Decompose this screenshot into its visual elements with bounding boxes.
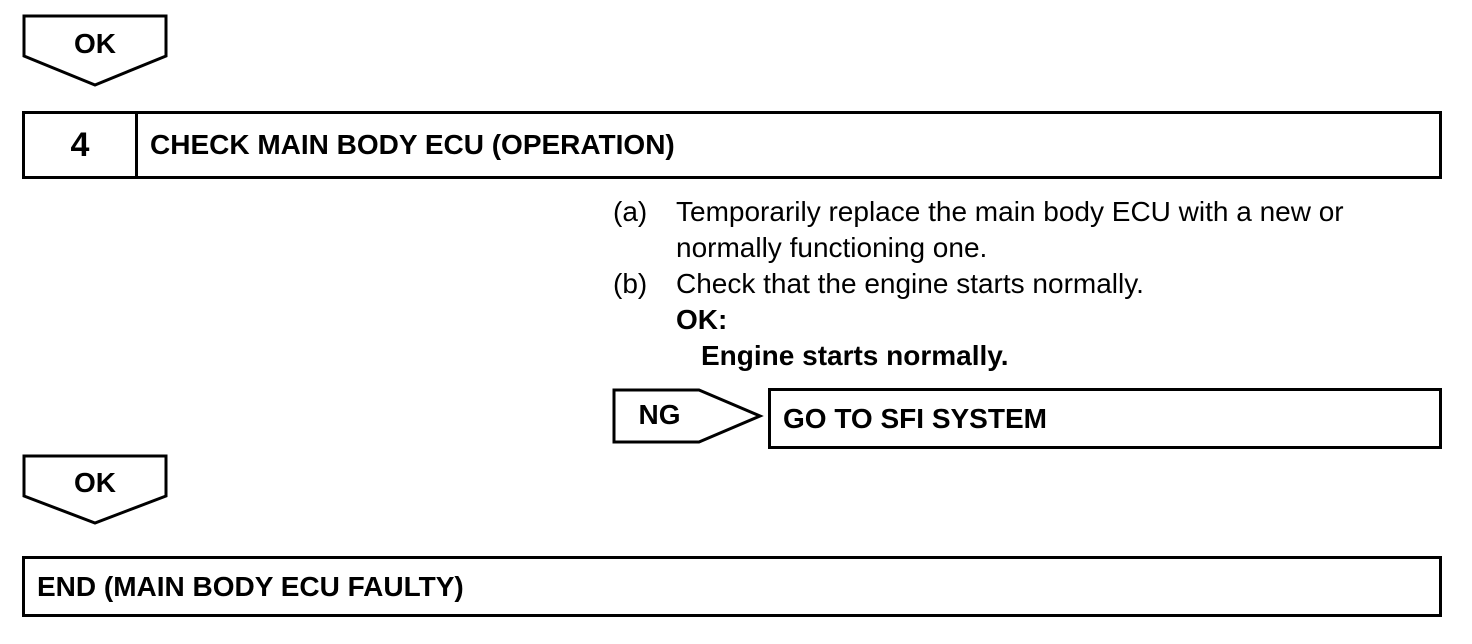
spacer: [613, 338, 701, 374]
instruction-a: (a) Temporarily replace the main body EC…: [613, 194, 1433, 266]
ok-criteria-heading: OK:: [676, 304, 728, 335]
step-header: 4 CHECK MAIN BODY ECU (OPERATION): [22, 111, 1442, 179]
ok-criteria-heading-row: OK:: [613, 302, 1433, 338]
instruction-list: (a) Temporarily replace the main body EC…: [613, 194, 1433, 374]
ng-result-text: GO TO SFI SYSTEM: [783, 402, 1047, 434]
ng-arrow-icon: [612, 388, 764, 444]
instruction-marker: (a): [613, 196, 648, 227]
ok-label-top: OK: [74, 28, 116, 59]
instruction-text: Temporarily replace the main body ECU wi…: [676, 196, 1344, 263]
end-result-text: END (MAIN BODY ECU FAULTY): [37, 570, 464, 602]
ok-label-bottom: OK: [74, 467, 116, 498]
end-result-box: END (MAIN BODY ECU FAULTY): [22, 556, 1442, 617]
ok-criteria-value: Engine starts normally.: [701, 340, 1009, 371]
step-title: CHECK MAIN BODY ECU (OPERATION): [150, 129, 675, 160]
instruction-text: Check that the engine starts normally.: [676, 268, 1144, 299]
ng-result-box: GO TO SFI SYSTEM: [768, 388, 1442, 449]
ng-label: NG: [638, 399, 681, 430]
ok-arrow-bottom-icon: [22, 454, 168, 525]
instruction-marker: (b): [613, 268, 648, 299]
ok-arrow-top-icon: [22, 14, 168, 87]
ok-criteria-value-row: Engine starts normally.: [613, 338, 1433, 374]
step-number: 4: [25, 114, 138, 176]
instruction-b: (b) Check that the engine starts normall…: [613, 266, 1433, 302]
spacer: [613, 302, 676, 338]
